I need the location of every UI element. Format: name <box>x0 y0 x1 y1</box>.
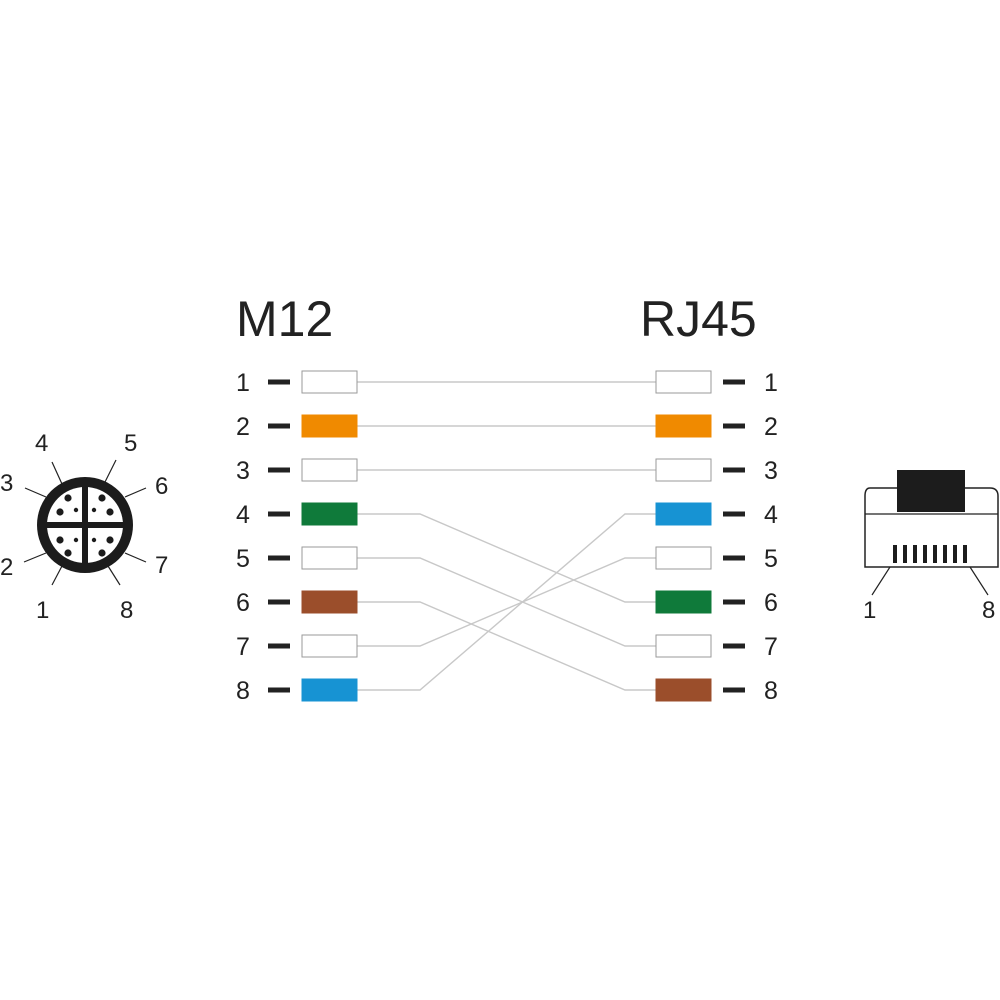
rj45-pin-label-1: 1 <box>863 597 876 624</box>
m12-pin-number: 1 <box>236 369 250 397</box>
m12-pin-dash <box>268 555 290 561</box>
rj45-pin-dash <box>723 511 745 517</box>
m12-wire-color-brown <box>301 590 358 614</box>
m12-pin-dash <box>268 511 290 517</box>
m12-pin-label-3: 3 <box>0 470 13 497</box>
m12-pin-dash <box>268 599 290 605</box>
rj45-pin-number: 4 <box>764 501 778 529</box>
m12-pin-label-8: 8 <box>120 597 133 624</box>
m12-wire-color-white <box>301 370 358 394</box>
m12-pin-label-1: 1 <box>36 597 49 624</box>
rj45-connector-icon: 1 8 <box>863 470 999 624</box>
rj45-heading: RJ45 <box>640 291 757 347</box>
m12-pin-number: 2 <box>236 413 250 441</box>
m12-pin-dots <box>56 494 114 557</box>
rj45-wire-color-green <box>655 590 712 614</box>
m12-pin-number-labels: 4 5 3 6 2 7 1 8 <box>0 430 168 624</box>
rj45-pin-number: 1 <box>764 369 778 397</box>
rj45-wire-color-white <box>655 370 712 394</box>
rj45-pin-dash <box>723 423 745 429</box>
rj45-contacts <box>893 545 967 563</box>
rj45-wire-color-blue <box>655 502 712 526</box>
rj45-wire-color-orange <box>655 414 712 438</box>
rj45-wire-color-white <box>655 634 712 658</box>
m12-pin-label-6: 6 <box>155 473 168 500</box>
rj45-pin-label-8: 8 <box>982 597 995 624</box>
rj45-pin-dash <box>723 643 745 649</box>
m12-pin-column: 1 2 3 4 5 6 7 8 <box>236 369 358 705</box>
wire-8-to-4 <box>357 513 656 691</box>
m12-wire-color-white <box>301 458 358 482</box>
m12-pin-dash <box>268 687 290 693</box>
m12-pin-number: 4 <box>236 501 250 529</box>
wire-4-to-6 <box>357 513 656 603</box>
rj45-pin-number: 2 <box>764 413 778 441</box>
rj45-leader-1 <box>871 566 891 596</box>
rj45-pin-number: 3 <box>764 457 778 485</box>
rj45-wire-color-white <box>655 458 712 482</box>
rj45-pin-number: 8 <box>764 677 778 705</box>
m12-wire-color-white <box>301 546 358 570</box>
m12-pin-label-7: 7 <box>155 552 168 579</box>
rj45-pin-number: 6 <box>764 589 778 617</box>
wire-6-to-8 <box>357 601 656 691</box>
m12-pin-number: 6 <box>236 589 250 617</box>
m12-pin-number: 3 <box>236 457 250 485</box>
rj45-leader-8 <box>969 566 989 596</box>
rj45-pin-dash <box>723 687 745 693</box>
m12-horizontal-key <box>46 522 124 528</box>
m12-pin-number: 7 <box>236 633 250 661</box>
m12-pin-number: 8 <box>236 677 250 705</box>
m12-leader-lines <box>23 459 147 586</box>
rj45-pin-dash <box>723 379 745 385</box>
m12-pin-label-4: 4 <box>35 430 48 457</box>
m12-pin-dash <box>268 423 290 429</box>
rj45-pin-dash <box>723 599 745 605</box>
m12-pin-dash <box>268 643 290 649</box>
m12-pin-dash <box>268 467 290 473</box>
rj45-pin-column: 1 2 3 4 5 6 7 8 <box>655 369 778 705</box>
rj45-pin-number: 7 <box>764 633 778 661</box>
rj45-pin-dash <box>723 467 745 473</box>
m12-wire-color-blue <box>301 678 358 702</box>
m12-wire-color-green <box>301 502 358 526</box>
m12-wire-color-orange <box>301 414 358 438</box>
rj45-pin-number: 5 <box>764 545 778 573</box>
rj45-pin-dash <box>723 555 745 561</box>
m12-pin-label-2: 2 <box>0 554 13 581</box>
m12-pin-dash <box>268 379 290 385</box>
m12-connector-icon: 4 5 3 6 2 7 1 8 <box>0 430 168 624</box>
wire-group <box>357 381 656 691</box>
m12-pin-number: 5 <box>236 545 250 573</box>
m12-wire-color-white <box>301 634 358 658</box>
m12-heading: M12 <box>236 291 333 347</box>
rj45-wire-color-white <box>655 546 712 570</box>
rj45-wire-color-brown <box>655 678 712 702</box>
m12-pin-label-5: 5 <box>124 430 137 457</box>
